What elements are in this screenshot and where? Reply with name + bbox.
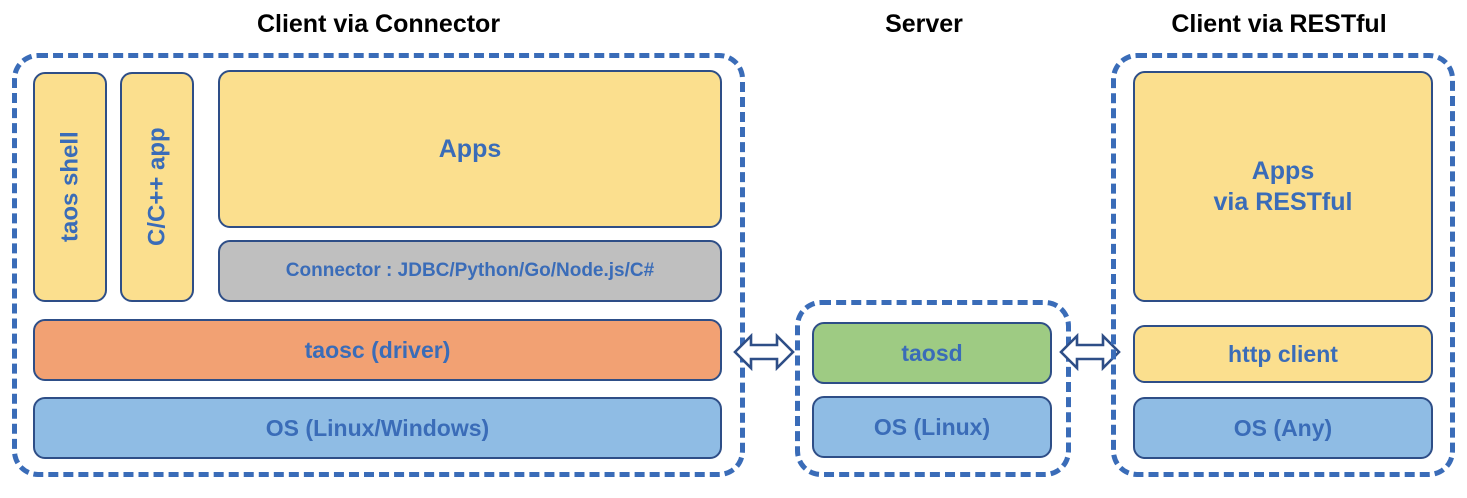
box-os-any[interactable]: OS (Any)	[1133, 397, 1433, 459]
apps-via-restful-line-2: via RESTful	[1213, 187, 1353, 216]
title-client-via-connector: Client via Connector	[256, 10, 501, 38]
group-client-via-connector	[12, 53, 745, 477]
box-apps-via-restful[interactable]: Apps via RESTful	[1133, 71, 1433, 302]
box-os-linux-windows[interactable]: OS (Linux/Windows)	[33, 397, 722, 459]
title-client-via-restful: Client via RESTful	[1171, 10, 1387, 38]
box-c-cpp-app[interactable]: C/C++ app	[120, 72, 194, 302]
group-client-via-restful	[1111, 53, 1455, 477]
box-http-client[interactable]: http client	[1133, 325, 1433, 383]
box-taosc-driver[interactable]: taosc (driver)	[33, 319, 722, 381]
group-server	[795, 300, 1071, 477]
box-connector[interactable]: Connector : JDBC/Python/Go/Node.js/C#	[218, 240, 722, 302]
title-server: Server	[885, 10, 963, 38]
double-arrow-connector-to-server-icon	[733, 330, 795, 374]
box-taosd[interactable]: taosd	[812, 322, 1052, 384]
box-os-linux[interactable]: OS (Linux)	[812, 396, 1052, 458]
box-apps[interactable]: Apps	[218, 70, 722, 228]
double-arrow-server-to-restful-icon	[1059, 330, 1121, 374]
box-taos-shell[interactable]: taos shell	[33, 72, 107, 302]
apps-via-restful-line-1: Apps	[1251, 157, 1315, 185]
